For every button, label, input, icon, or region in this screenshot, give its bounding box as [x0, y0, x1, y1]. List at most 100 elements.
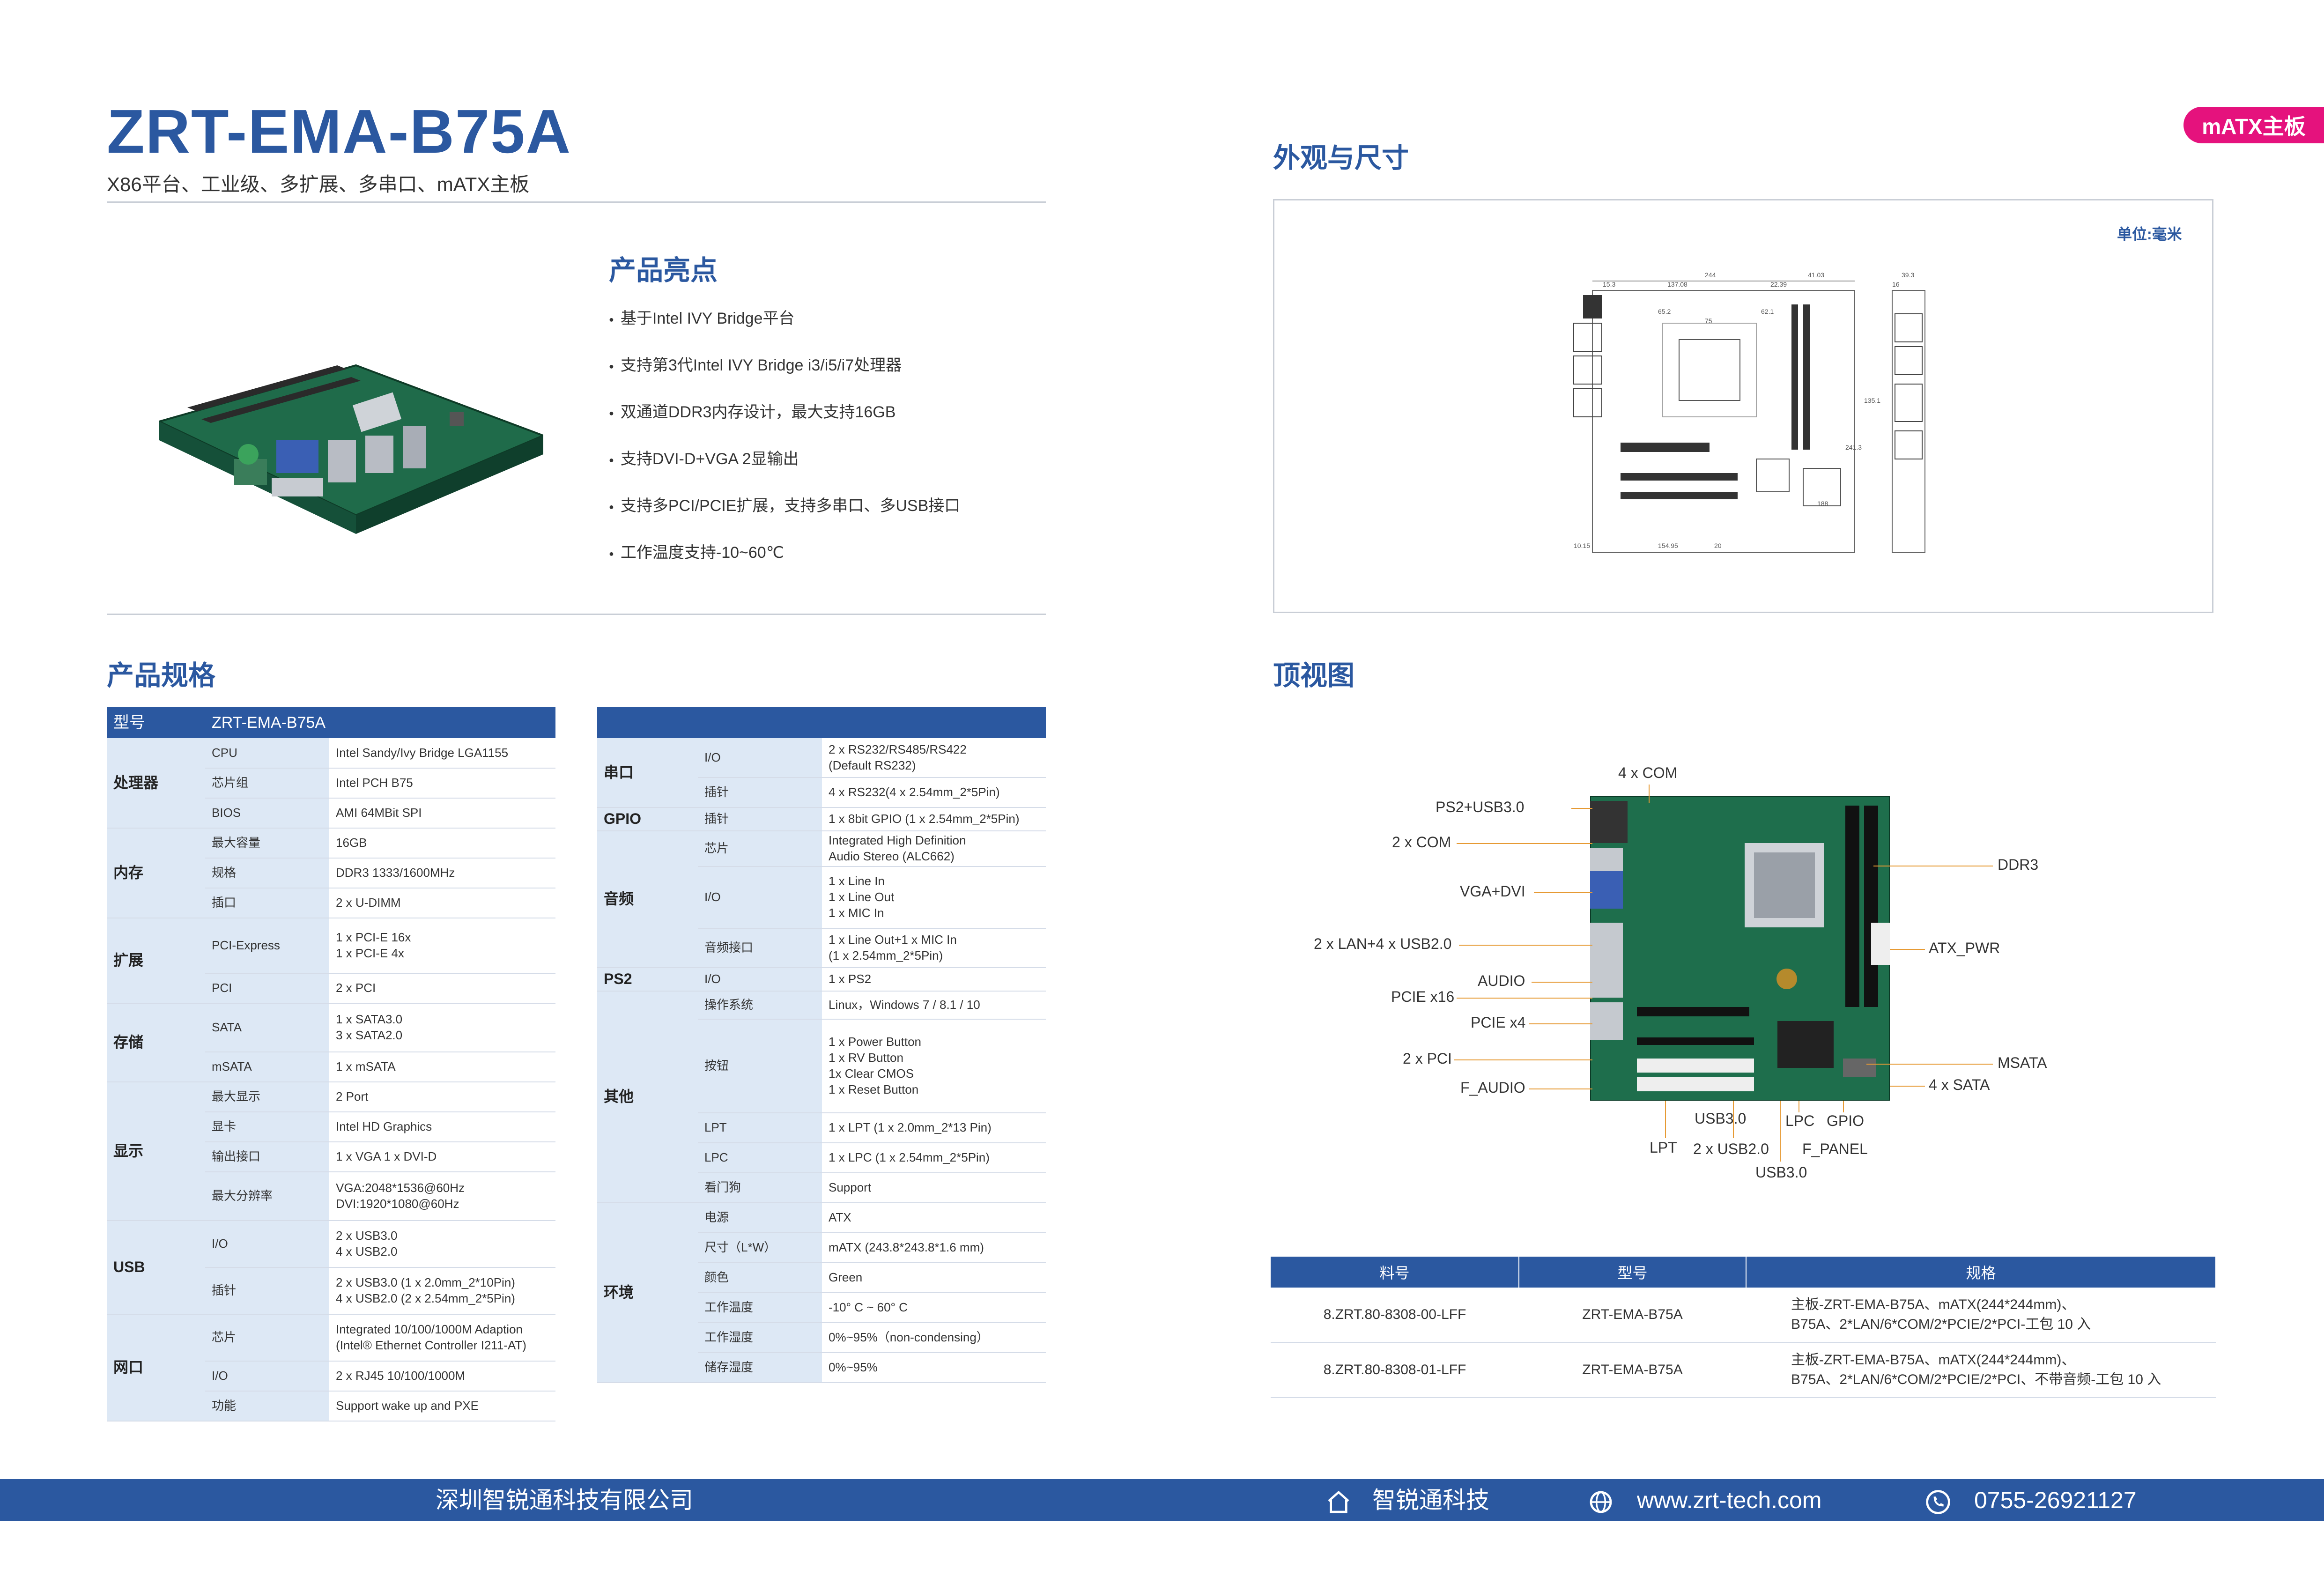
spec-header-blank — [597, 707, 1046, 738]
spec-sub-label: 颜色 — [698, 1263, 822, 1293]
spec-sub-label: 尺寸（L*W） — [698, 1233, 822, 1263]
spec-value: Intel Sandy/Ivy Bridge LGA1155 — [329, 738, 556, 769]
spec-sub-label: 芯片 — [698, 831, 822, 867]
callout-lpt: LPT — [1650, 1139, 1677, 1156]
dimension-drawing: 244 137.08 15.3 22.39 41.03 39.3 16 75 6… — [1564, 253, 1939, 562]
callout-lpc: LPC — [1785, 1112, 1815, 1129]
callout-pci2: 2 x PCI — [1403, 1050, 1452, 1067]
footer-phone[interactable]: 0755-26921127 — [1974, 1487, 2137, 1513]
spec-group-label: USB — [107, 1221, 205, 1315]
callout-ddr3: DDR3 — [1998, 856, 2039, 873]
spec-value: 0%~95% — [822, 1353, 1046, 1383]
spec-sub-label: 最大容量 — [205, 828, 329, 859]
highlight-item: 支持DVI-D+VGA 2显输出 — [609, 445, 960, 492]
spec-value: ATX — [822, 1203, 1046, 1233]
leader-line — [1665, 1101, 1666, 1138]
spec-group-label: 显示 — [107, 1082, 205, 1221]
home-icon — [1325, 1485, 1352, 1516]
spec-group-label: 网口 — [107, 1314, 205, 1422]
spec-value: 1 x 8bit GPIO (1 x 2.54mm_2*5Pin) — [822, 807, 1046, 831]
unit-label: 单位:毫米 — [2117, 226, 2182, 243]
spec-value: 1 x Line Out+1 x MIC In (1 x 2.54mm_2*5P… — [822, 928, 1046, 968]
spec-sub-label: 按钮 — [698, 1019, 822, 1113]
leader-line — [1843, 1101, 1844, 1112]
spec-value: 2 x PCI — [329, 973, 556, 1004]
order-partno: 8.ZRT.80-8308-00-LFF — [1271, 1288, 1519, 1343]
spec-sub-label: 显卡 — [205, 1112, 329, 1142]
dim-num: 154.95 — [1658, 542, 1678, 549]
callout-sata4: 4 x SATA — [1929, 1076, 1990, 1093]
spec-sub-label: 插针 — [698, 777, 822, 808]
spec-sub-label: 音频接口 — [698, 928, 822, 968]
dimension-drawing-frame — [1273, 199, 2213, 613]
spec-value: 2 x U-DIMM — [329, 888, 556, 918]
dim-num: 244 — [1705, 271, 1716, 279]
highlights-list: 基于Intel IVY Bridge平台 支持第3代Intel IVY Brid… — [609, 304, 960, 585]
spec-header-label: 型号 — [107, 707, 205, 738]
spec-sub-label: 最大显示 — [205, 1082, 329, 1112]
callout-vgadvi: VGA+DVI — [1460, 883, 1525, 900]
spec-value: DDR3 1333/1600MHz — [329, 858, 556, 888]
spec-sub-label: I/O — [698, 866, 822, 929]
table-row: 工作温度-10° C ~ 60° C — [597, 1293, 1046, 1323]
leader-line — [1457, 843, 1592, 844]
spec-value: 1 x SATA3.0 3 x SATA2.0 — [329, 1003, 556, 1052]
dim-num: 15.3 — [1603, 281, 1615, 288]
leader-line — [1866, 1064, 1993, 1065]
spec-group-label: 内存 — [107, 828, 205, 918]
dim-num: 75 — [1705, 317, 1712, 325]
callout-atx: ATX_PWR — [1929, 940, 2000, 956]
dim-num: 16 — [1892, 281, 1900, 288]
spec-value: -10° C ~ 60° C — [822, 1293, 1046, 1323]
spec-sub-label: SATA — [205, 1003, 329, 1052]
footer-website[interactable]: www.zrt-tech.com — [1637, 1487, 1822, 1513]
callout-lanusb: 2 x LAN+4 x USB2.0 — [1314, 935, 1452, 952]
spec-sub-label: I/O — [205, 1361, 329, 1392]
dim-num: 62.1 — [1761, 308, 1774, 315]
dim-num: 10.15 — [1574, 542, 1590, 549]
dim-num: 137.08 — [1667, 281, 1687, 288]
dim-num: 22.39 — [1770, 281, 1787, 288]
spec-sub-label: mSATA — [205, 1052, 329, 1082]
board-photo — [156, 356, 546, 534]
highlight-item: 支持第3代Intel IVY Bridge i3/i5/i7处理器 — [609, 351, 960, 398]
spec-value: 2 x RJ45 10/100/1000M — [329, 1361, 556, 1392]
spec-group-label: 环境 — [597, 1203, 698, 1383]
leader-line — [1457, 998, 1592, 999]
highlight-item: 基于Intel IVY Bridge平台 — [609, 304, 960, 351]
spec-value: 2 x RS232/RS485/RS422 (Default RS232) — [822, 738, 1046, 778]
footer-bar — [0, 1479, 2324, 1521]
spec-value: 1 x PCI-E 16x 1 x PCI-E 4x — [329, 918, 556, 974]
dimensions-title: 外观与尺寸 — [1273, 143, 1409, 173]
order-model: ZRT-EMA-B75A — [1519, 1342, 1746, 1398]
highlight-item: 工作温度支持-10~60℃ — [609, 539, 960, 585]
callout-com4: 4 x COM — [1618, 764, 1678, 781]
spec-value: 1 x VGA 1 x DVI-D — [329, 1142, 556, 1172]
spec-group-label: 串口 — [597, 738, 698, 808]
callout-audio: AUDIO — [1478, 972, 1525, 989]
spec-sub-label: 输出接口 — [205, 1142, 329, 1172]
spec-value: 2 Port — [329, 1082, 556, 1112]
